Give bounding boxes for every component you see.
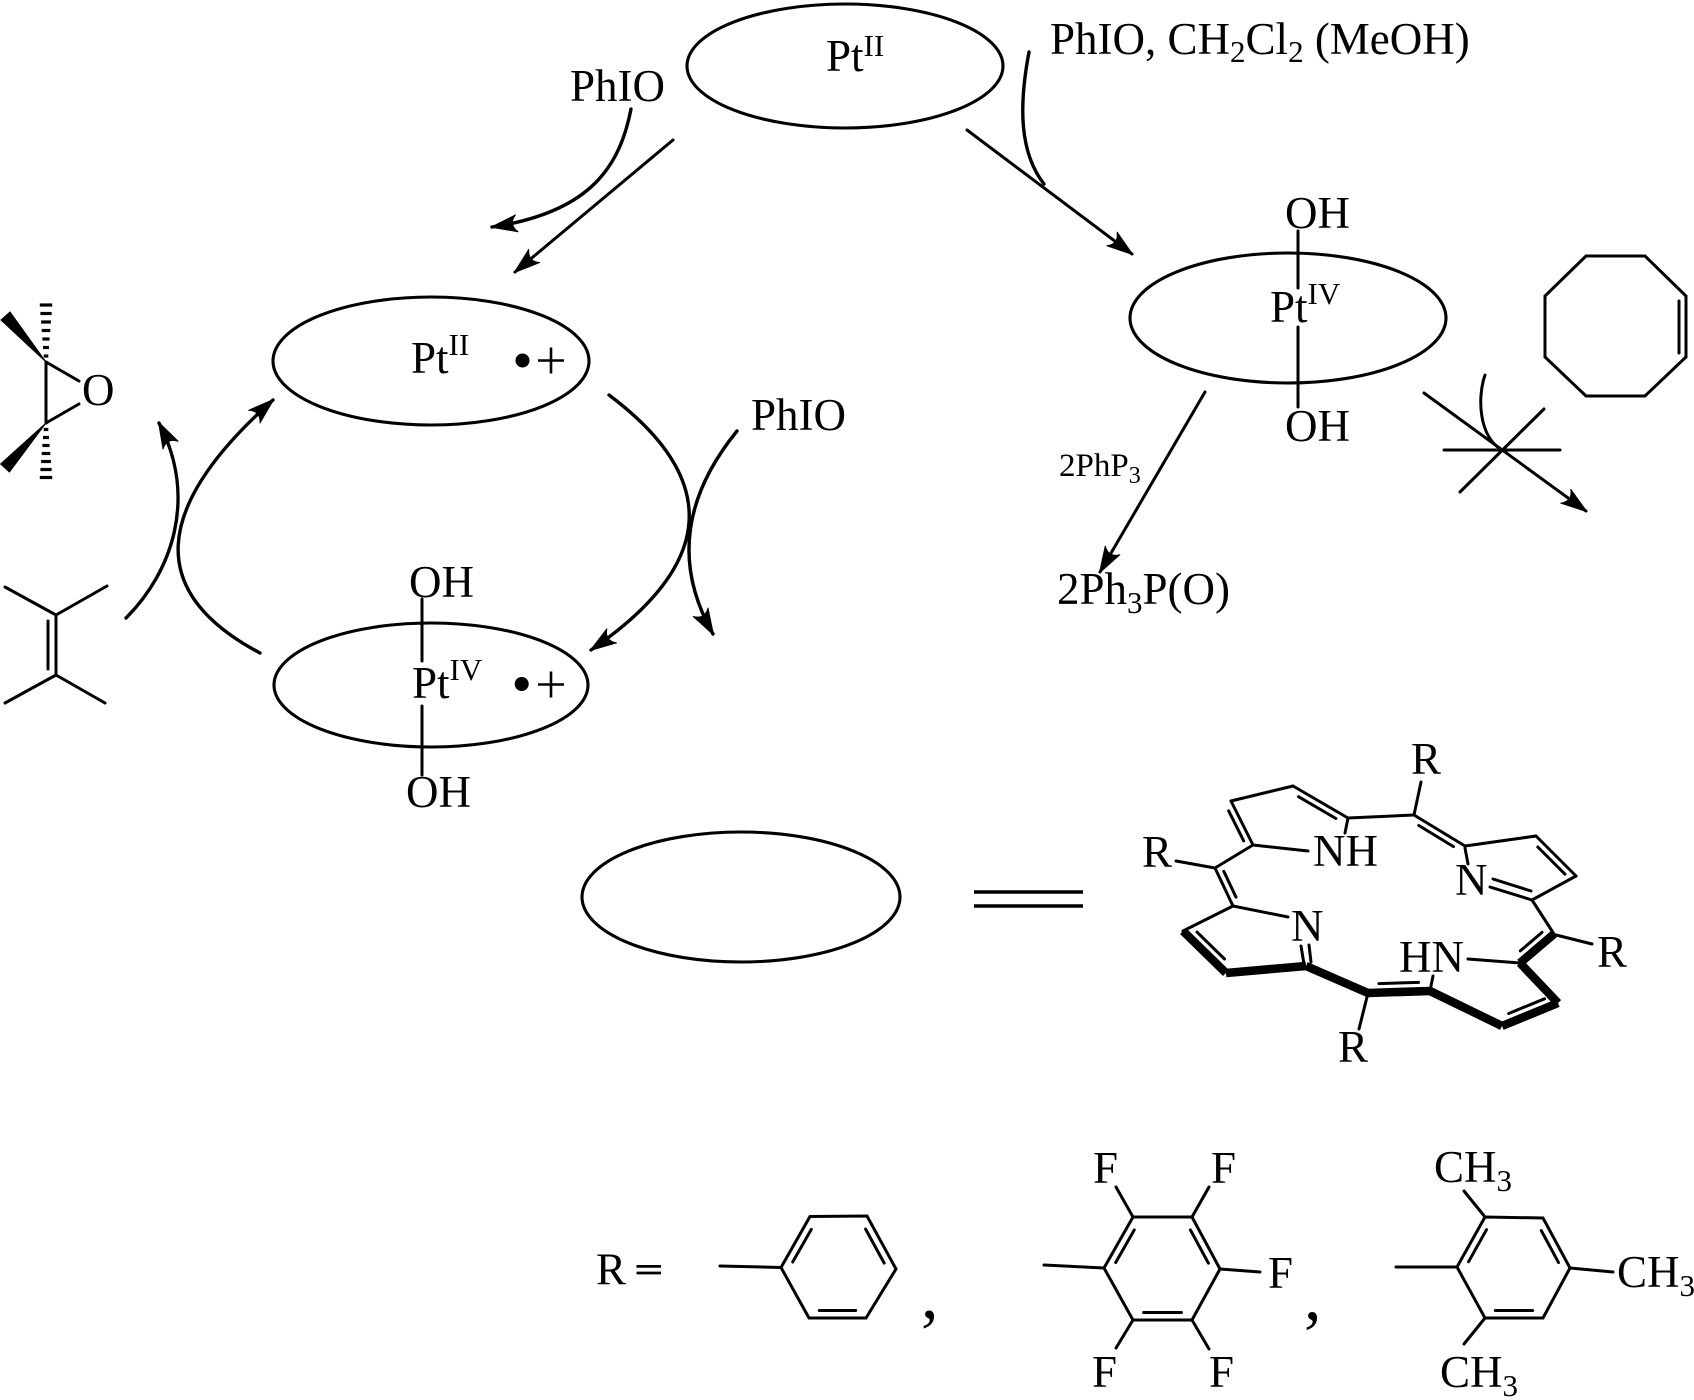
svg-text:N: N xyxy=(1455,855,1488,905)
svg-text:PtII: PtII xyxy=(411,327,469,383)
svg-text:F: F xyxy=(1093,1143,1118,1193)
svg-text:OH: OH xyxy=(409,557,474,607)
svg-text:OH: OH xyxy=(1285,401,1350,451)
svg-text:NH: NH xyxy=(1313,826,1378,876)
svg-text:HN: HN xyxy=(1399,932,1464,982)
svg-text:F: F xyxy=(1268,1248,1293,1298)
svg-text:PhIO: PhIO xyxy=(751,390,846,440)
svg-text:,: , xyxy=(1304,1258,1322,1335)
svg-text:R: R xyxy=(1338,1022,1368,1072)
svg-text:CH3: CH3 xyxy=(1434,1142,1512,1198)
svg-text:F: F xyxy=(1092,1347,1117,1397)
svg-text:N: N xyxy=(1291,901,1324,951)
svg-text:R: R xyxy=(1142,827,1172,877)
svg-text:R: R xyxy=(1411,734,1441,784)
svg-text:PhIO: PhIO xyxy=(570,61,665,111)
svg-text:R: R xyxy=(596,1245,626,1295)
svg-text:F: F xyxy=(1211,1143,1236,1193)
svg-text:OH: OH xyxy=(406,767,471,817)
svg-text:R: R xyxy=(1597,927,1627,977)
svg-text:,: , xyxy=(921,1257,939,1334)
svg-text:O: O xyxy=(82,365,115,415)
svg-text:OH: OH xyxy=(1285,188,1350,238)
svg-text:PhIO, CH2Cl2 (MeOH): PhIO, CH2Cl2 (MeOH) xyxy=(1050,14,1470,69)
svg-text:CH3: CH3 xyxy=(1617,1247,1694,1303)
svg-text:2PhP3: 2PhP3 xyxy=(1059,448,1141,489)
svg-text:2Ph3P(O): 2Ph3P(O) xyxy=(1057,564,1230,620)
svg-text:F: F xyxy=(1209,1347,1234,1397)
